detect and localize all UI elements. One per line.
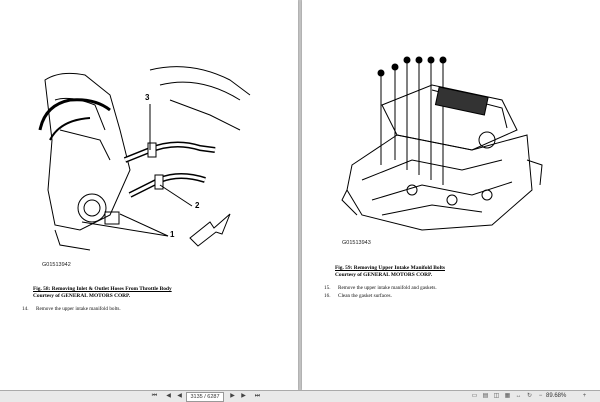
last-page-icon[interactable]: ⏭ (254, 393, 261, 399)
caption-title: Fig. 59: Removing Upper Intake Manifold … (335, 265, 445, 271)
next-page-icon-2[interactable]: ▶ (241, 393, 246, 399)
fit-width-icon[interactable]: ↔ (515, 393, 522, 399)
bolt-group (377, 56, 447, 185)
zoom-in-icon[interactable]: + (582, 393, 587, 399)
continuous-page-icon[interactable]: ▤ (482, 393, 489, 399)
step-14: 14.Remove the upper intake manifold bolt… (22, 306, 121, 312)
callout-2: 2 (195, 201, 200, 210)
throttle-body-hoses-illustration (38, 66, 251, 251)
figure-id: G01513943 (342, 240, 371, 246)
zoom-level[interactable]: 89.68% (546, 393, 567, 399)
caption-credit: Courtesy of GENERAL MOTORS CORP. (335, 272, 433, 278)
facing-page-icon[interactable]: ◫ (493, 393, 500, 399)
step-15: 15.Remove the upper intake manifold and … (324, 285, 437, 291)
right-page: G01513943 Fig. 59: Removing Upper Intake… (302, 0, 600, 390)
single-page-icon[interactable]: ▭ (471, 393, 478, 399)
left-page: 3 2 1 G01513942 Fig. 58: Removing Inlet … (0, 0, 298, 390)
continuous-facing-icon[interactable]: ▦ (504, 393, 511, 399)
callout-3: 3 (145, 93, 150, 102)
first-page-icon[interactable]: ⏮ (151, 393, 158, 399)
caption-title: Fig. 58: Removing Inlet & Outlet Hoses F… (33, 286, 172, 292)
step-16: 16.Clean the gasket surfaces. (324, 293, 392, 299)
figure-id: G01513942 (42, 262, 71, 268)
intake-manifold-illustration (341, 56, 543, 231)
figure-caption: Fig. 58: Removing Inlet & Outlet Hoses F… (33, 286, 172, 300)
callout-1: 1 (170, 230, 175, 239)
zoom-out-icon[interactable]: − (538, 393, 543, 399)
previous-page-icon[interactable]: ◀ (166, 393, 171, 399)
previous-page-icon-2[interactable]: ◀ (177, 393, 182, 399)
rotate-icon[interactable]: ↻ (526, 393, 533, 399)
figure-caption: Fig. 59: Removing Upper Intake Manifold … (335, 265, 445, 279)
next-page-icon[interactable]: ▶ (230, 393, 235, 399)
caption-credit: Courtesy of GENERAL MOTORS CORP. (33, 293, 131, 299)
viewer-status-bar: ⏮ ◀ ◀ 3135 / 6287 ▶ ▶ ⏭ ▭ ▤ ◫ ▦ ↔ ↻ − 89… (0, 390, 600, 402)
